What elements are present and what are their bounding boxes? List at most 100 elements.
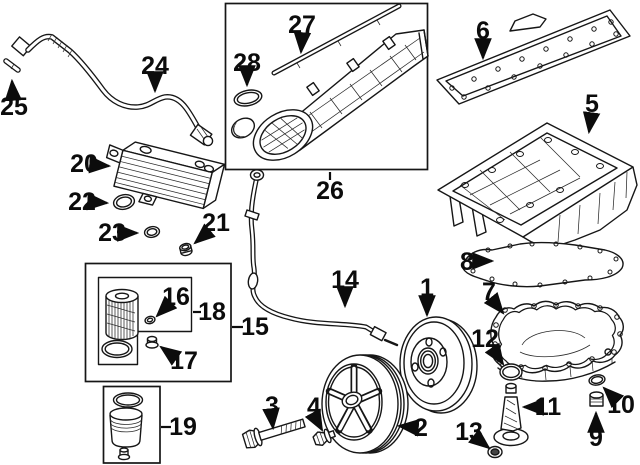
callout-3[interactable]: 3 — [262, 392, 280, 431]
group-box-filter-cap — [102, 385, 161, 464]
part-12-o-ring — [499, 363, 523, 381]
callout-2-number[interactable]: 2 — [414, 414, 428, 442]
callout-5[interactable]: 5 — [582, 90, 601, 135]
callout-26-number[interactable]: 26 — [316, 177, 344, 205]
callout-4[interactable]: 4 — [304, 393, 324, 432]
callout-12[interactable]: 12 — [471, 325, 505, 366]
callout-9-number[interactable]: 9 — [589, 424, 603, 452]
callout-12-number[interactable]: 12 — [471, 325, 499, 353]
callout-13[interactable]: 13 — [455, 418, 491, 450]
callout-19-number[interactable]: 19 — [169, 413, 197, 441]
part-28-seal-ring — [233, 89, 263, 107]
part-9-plug — [589, 391, 604, 407]
part-14-dipstick-tube — [244, 169, 399, 347]
callout-22[interactable]: 22 — [68, 188, 110, 216]
part-filter-element — [105, 288, 139, 341]
callout-27[interactable]: 27 — [288, 11, 316, 55]
callout-21[interactable]: 21 — [193, 209, 230, 245]
callout-17[interactable]: 17 — [159, 345, 198, 375]
callout-11[interactable]: 11 — [521, 393, 562, 421]
callout-6-number[interactable]: 6 — [476, 17, 490, 45]
callout-24-number[interactable]: 24 — [141, 52, 169, 80]
callout-2[interactable]: 2 — [396, 414, 428, 442]
part-21-plug — [179, 242, 193, 257]
callout-7-number[interactable]: 7 — [482, 278, 496, 306]
callout-24[interactable]: 24 — [141, 52, 169, 94]
group-box-intake — [224, 2, 429, 171]
callout-3-number[interactable]: 3 — [265, 392, 279, 420]
part-10-seal-ring — [588, 374, 606, 386]
part-17-plug — [145, 335, 159, 349]
callout-8[interactable]: 8 — [460, 248, 495, 276]
callout-13-number[interactable]: 13 — [455, 418, 483, 446]
part-2-crankshaft-pulley — [321, 354, 409, 454]
callout-10-number[interactable]: 10 — [607, 391, 635, 419]
callout-21-leader — [193, 223, 216, 245]
callout-4-leader — [304, 408, 324, 432]
callout-2-leader — [396, 419, 420, 437]
callout-1[interactable]: 1 — [418, 274, 436, 318]
callout-16[interactable]: 16 — [155, 283, 190, 318]
part-27-gasket-strip — [271, 3, 402, 76]
part-6-gasket — [436, 9, 631, 105]
callout-23[interactable]: 23 — [98, 219, 140, 247]
callout-25[interactable]: 25 — [0, 78, 28, 121]
group-box-filter-outer — [84, 262, 232, 383]
callout-9[interactable]: 9 — [587, 410, 605, 452]
callout-1-number[interactable]: 1 — [420, 274, 434, 302]
part-23-seal — [143, 225, 161, 239]
callout-12-leader — [484, 342, 505, 366]
callout-18-number[interactable]: 18 — [198, 298, 226, 326]
callout-26[interactable]: 26 — [316, 172, 344, 205]
callout-15-number[interactable]: 15 — [241, 313, 269, 341]
part-13-grommet — [487, 445, 503, 459]
part-filter-o-ring — [101, 339, 133, 359]
callout-22-leader — [86, 192, 110, 211]
part-22-seal — [112, 193, 136, 211]
part-16-grommet — [144, 315, 156, 325]
part-4-bolt — [312, 428, 336, 446]
callout-5-number[interactable]: 5 — [585, 90, 599, 118]
callout-28[interactable]: 28 — [233, 49, 261, 88]
callout-8-number[interactable]: 8 — [460, 248, 474, 276]
part-11-oil-pickup-tube — [493, 382, 529, 447]
callout-16-leader — [155, 295, 178, 318]
callout-20-number[interactable]: 20 — [70, 150, 98, 178]
callout-4-number[interactable]: 4 — [307, 393, 321, 421]
callout-22-number[interactable]: 22 — [68, 188, 96, 216]
callout-14[interactable]: 14 — [331, 266, 359, 309]
callout-18[interactable]: 18 — [193, 298, 226, 326]
callout-27-leader — [293, 31, 312, 55]
callout-15[interactable]: 15 — [232, 313, 269, 341]
part-3-bolt — [241, 418, 306, 449]
callout-23-number[interactable]: 23 — [98, 219, 126, 247]
callout-20[interactable]: 20 — [70, 150, 112, 178]
callout-27-number[interactable]: 27 — [288, 11, 316, 39]
callout-17-number[interactable]: 17 — [170, 347, 198, 375]
callout-3-leader — [262, 407, 280, 431]
callout-14-number[interactable]: 14 — [331, 266, 359, 294]
part-24-oil-cooler-hose — [11, 33, 214, 147]
callout-25-number[interactable]: 25 — [0, 93, 28, 121]
callout-28-number[interactable]: 28 — [233, 49, 261, 77]
callout-11-number[interactable]: 11 — [535, 393, 562, 421]
callout-17-leader — [159, 345, 183, 366]
callout-10-leader — [602, 386, 625, 409]
callout-21-number[interactable]: 21 — [202, 209, 230, 237]
callout-5-leader — [582, 111, 601, 135]
callout-16-number[interactable]: 16 — [162, 283, 190, 311]
part-20-oil-cooler — [105, 141, 226, 210]
callout-19[interactable]: 19 — [161, 413, 197, 441]
part-8-gasket — [461, 241, 624, 288]
part-26-intake-manifold — [230, 29, 429, 161]
callout-7-leader — [483, 292, 505, 315]
callout-6[interactable]: 6 — [474, 17, 492, 61]
part-1-vibration-damper — [399, 316, 478, 414]
callout-10[interactable]: 10 — [602, 386, 635, 419]
callout-7[interactable]: 7 — [482, 278, 505, 315]
callout-20-leader — [88, 155, 112, 174]
callout-13-leader — [468, 428, 491, 450]
callout-25-leader — [4, 78, 23, 102]
